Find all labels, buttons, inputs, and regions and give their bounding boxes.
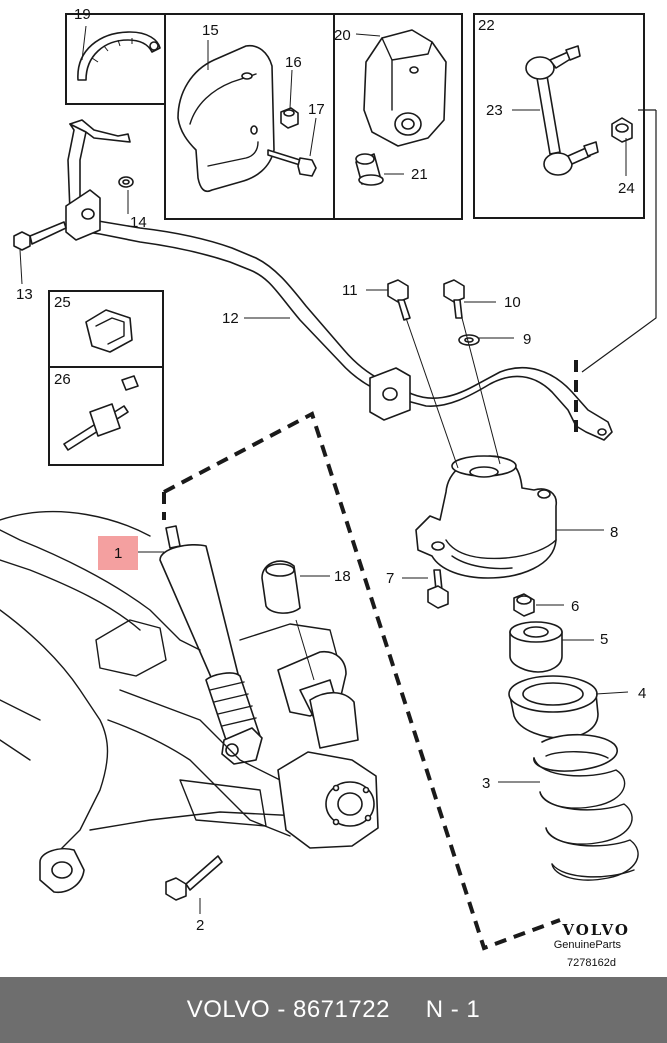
- brand-tagline: GenuineParts: [554, 939, 622, 951]
- part-13-bolt: [13, 221, 67, 251]
- part-20-bushing: [363, 29, 447, 147]
- callout-8: 8: [610, 524, 618, 541]
- part-19-clamp: [77, 31, 161, 81]
- inset-frame-26: [48, 366, 164, 466]
- callout-13: 13: [16, 286, 33, 303]
- callout-5: 5: [600, 631, 608, 648]
- footer-part-number: VOLVO - 8671722 N - 1: [186, 996, 481, 1023]
- part-17-bolt: [267, 149, 317, 177]
- callout-21: 21: [411, 166, 428, 183]
- part-18-bump-stop: [261, 560, 301, 614]
- part-16-nut: [280, 107, 299, 129]
- callout-19: 19: [74, 6, 91, 23]
- callout-15: 15: [202, 22, 219, 39]
- callout-1: 1: [114, 545, 122, 562]
- part-7-bolt: [427, 569, 449, 609]
- callout-3: 3: [482, 775, 490, 792]
- highlight-part-1: [98, 536, 138, 570]
- callout-22: 22: [478, 17, 495, 34]
- callout-2: 2: [196, 917, 204, 934]
- callout-14: 14: [130, 214, 147, 231]
- callout-26: 26: [54, 371, 71, 388]
- part-24-nut: [611, 117, 633, 143]
- callout-24: 24: [618, 180, 635, 197]
- inset-frame-20-21: [333, 13, 463, 220]
- part-15-bracket: [177, 44, 275, 193]
- callout-20: 20: [334, 27, 351, 44]
- callout-7: 7: [386, 570, 394, 587]
- exploded-parts-diagram: 1 2 3 4 5 6 7 8 9 10 11 12 13 14 15 16 1…: [0, 6, 657, 969]
- brand-name: VOLVO: [561, 921, 630, 939]
- part-4-spring-seat: [508, 675, 599, 739]
- callout-9: 9: [523, 331, 531, 348]
- callout-6: 6: [571, 598, 579, 615]
- part-23-link-rod: [525, 45, 599, 176]
- part-6-nut: [513, 593, 535, 617]
- callout-25: 25: [54, 294, 71, 311]
- part-2-bolt: [165, 855, 223, 901]
- part-14-nut: [118, 176, 134, 188]
- part-25-clip: [85, 309, 133, 353]
- part-3-coil-spring: [533, 733, 639, 881]
- callout-18: 18: [334, 568, 351, 585]
- part-1-shock-absorber: [159, 525, 263, 765]
- diagram-id: 7278162d: [567, 957, 616, 969]
- assembly-link: [581, 110, 657, 373]
- part-21-sleeve: [355, 153, 384, 186]
- part-26-cable-tie: [63, 375, 139, 451]
- callout-16: 16: [285, 54, 302, 71]
- part-12-stabilizer-bar: [65, 119, 613, 441]
- leader-lines: [19, 25, 629, 914]
- footer-bar: VOLVO - 8671722 N - 1: [0, 977, 667, 1043]
- callout-10: 10: [504, 294, 521, 311]
- part-11-bolt: [387, 279, 411, 321]
- callout-23: 23: [486, 102, 503, 119]
- rear-subframe: [0, 510, 371, 894]
- callout-12: 12: [222, 310, 239, 327]
- assembly-frame-main: [163, 411, 561, 951]
- callout-11: 11: [342, 282, 358, 299]
- wheel-hub: [277, 751, 379, 849]
- inset-frame-22-24: [473, 13, 645, 219]
- part-10-bolt: [443, 279, 465, 319]
- part-5-bearing: [509, 621, 563, 673]
- part-8-upper-mount: [415, 455, 558, 579]
- callout-17: 17: [308, 101, 325, 118]
- callout-4: 4: [638, 685, 646, 702]
